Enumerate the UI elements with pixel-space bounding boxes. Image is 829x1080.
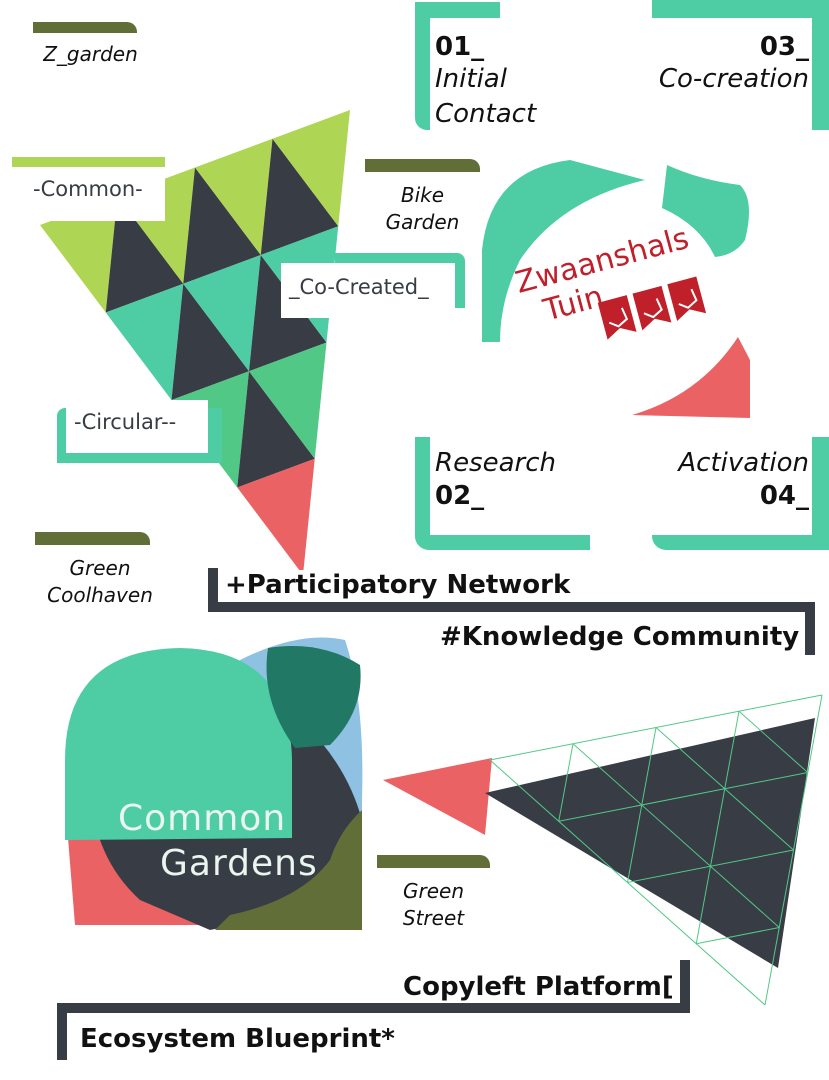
mosaic-inverted-triangle: [171, 283, 249, 400]
bracket-01: [415, 2, 430, 130]
knowledge-bracket-right: [805, 602, 815, 655]
step-name: Initial: [435, 64, 507, 94]
bracket-02-side: [415, 437, 430, 550]
place-line: Green: [402, 879, 464, 903]
grid-line: [695, 711, 740, 944]
bracket-04-side: [812, 437, 829, 550]
mosaic-triangle: [272, 110, 350, 227]
step-name: Activation: [678, 448, 809, 478]
z-garden-tab: [33, 22, 137, 33]
participatory-bracket-bottom: [208, 602, 815, 612]
step-02: Research 02_: [435, 446, 556, 511]
step-number: 03_: [759, 32, 809, 62]
heading-knowledge: #Knowledge Community: [440, 622, 800, 652]
bracket-02-bottom: [415, 535, 590, 550]
place-line: Green: [69, 556, 131, 580]
heading-participatory: +Participatory Network: [225, 570, 579, 600]
grid-line: [558, 743, 574, 822]
place-line: Street: [402, 906, 465, 930]
green-coolhaven-tab: [35, 532, 150, 545]
heading-copyleft: Copyleft Platform[: [403, 972, 678, 1002]
grid-lines: [489, 694, 823, 1006]
dark-triangle: [485, 718, 815, 968]
deep-teal-leaf: [266, 646, 361, 748]
bracket-03-side: [812, 0, 829, 130]
step-number: 04_: [759, 481, 809, 511]
copyleft-bracket-bottom: [57, 1003, 690, 1013]
bracket-01-top: [415, 2, 500, 18]
step-name: Research: [435, 448, 556, 478]
mosaic-triangle: [183, 255, 261, 372]
copyleft-bracket-right: [680, 960, 690, 1012]
common-gardens-line1: Common: [118, 798, 287, 839]
step-name: Co-creation: [658, 64, 809, 94]
mosaic-inverted-triangle: [237, 371, 315, 488]
mosaic-triangle: [237, 458, 315, 575]
red-wedge: [632, 337, 750, 418]
place-z-garden: Z_garden: [43, 42, 138, 66]
swan-flags-icon: [597, 276, 707, 340]
place-line: Coolhaven: [47, 583, 153, 607]
mosaic-triangle: [40, 196, 118, 313]
bracket-03-top: [652, 0, 829, 18]
teal-leaf: [662, 165, 749, 257]
grid-line: [627, 727, 657, 883]
place-line: Garden: [385, 210, 460, 234]
mosaic-triangle: [249, 342, 327, 459]
teal-dome: [65, 648, 292, 840]
step-03: 03_ Co-creation: [659, 32, 809, 97]
mosaic-inverted-triangle: [183, 167, 261, 284]
olive-shape: [215, 810, 362, 930]
mosaic-triangle: [195, 138, 273, 255]
place-line: Bike: [400, 183, 445, 207]
bike-garden-tab: [365, 159, 480, 172]
grid-line: [558, 772, 808, 822]
step-04: Activation 04_: [678, 446, 809, 511]
step-number: 02_: [435, 481, 485, 511]
green-street-tab: [377, 855, 490, 868]
label-circular: -Circular--: [66, 400, 208, 453]
step-number: 01_: [435, 32, 485, 62]
grid-line: [764, 694, 823, 1006]
bracket-04-bottom: [652, 535, 829, 550]
grid-line: [738, 710, 809, 773]
mosaic-inverted-triangle: [260, 138, 339, 255]
mosaic-triangle: [105, 283, 184, 400]
mosaic-inverted-triangle: [105, 196, 184, 313]
common-gardens-line2: Gardens: [160, 843, 318, 884]
label-co-created: _Co-Created_: [281, 263, 455, 318]
ecosystem-bracket-left: [57, 1003, 67, 1060]
heading-ecosystem: Ecosystem Blueprint*: [80, 1024, 395, 1054]
red-triangle: [383, 758, 492, 835]
label-common: -Common-: [25, 167, 165, 221]
step-01: 01_ Initial Contact: [435, 32, 536, 132]
grid-line: [696, 927, 780, 945]
step-name: Contact: [435, 99, 537, 129]
participatory-bracket-left: [208, 568, 218, 612]
common-label-bar: [12, 157, 165, 167]
teal-arc: [482, 160, 645, 342]
grid-line: [572, 743, 780, 928]
